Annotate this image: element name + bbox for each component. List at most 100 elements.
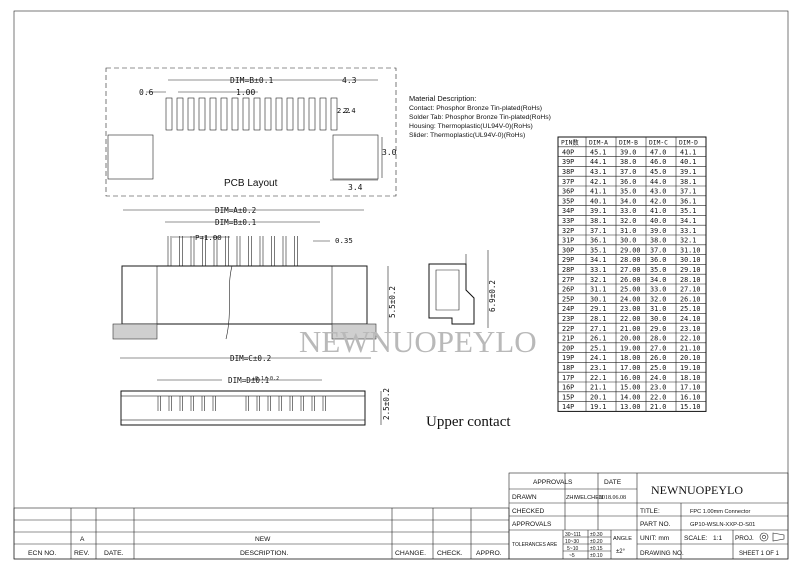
dim-table-cell: 38.1 (590, 217, 606, 225)
dim-table-cell: 20.00 (620, 335, 640, 343)
dim-table-cell: 19.00 (620, 344, 640, 352)
pcb-outline (105, 67, 397, 197)
dim-table-cell: 27.0 (650, 344, 666, 352)
dim-table-header: DIM-A (589, 140, 608, 147)
pcb-contact-pad (286, 97, 294, 131)
tb-date-header: DATE (604, 479, 622, 486)
dim-table-cell: 28.00 (620, 256, 640, 264)
revision-block: A NEW ECN NO. REV. DATE. DESCRIPTION. CH… (13, 507, 510, 560)
tb-tol-value-2: ±0.20 (590, 539, 603, 545)
dim-table-cell: 25.10 (680, 305, 700, 313)
dim-table-cell: 42.1 (590, 178, 606, 186)
dim-table-cell: 33.0 (620, 207, 636, 215)
dim-table-cell: 30.1 (590, 295, 606, 303)
dim-table-cell: 43.0 (650, 188, 666, 196)
dim-table-cell: 29.1 (590, 305, 606, 313)
dim-table-cell: 35.1 (680, 207, 696, 215)
tb-tol-range-3: 5~10 (567, 546, 578, 552)
front-solder-tab-left (112, 323, 158, 340)
front-break-line (225, 265, 233, 340)
rev-header-appro: APPRO. (476, 550, 502, 557)
dim-table-cell: 38.0 (650, 237, 666, 245)
pcb-solder-pad-right (332, 134, 379, 180)
front-housing-right-tab (331, 265, 368, 325)
tb-checked-label: CHECKED (512, 508, 544, 515)
dim-table-cell: 23.00 (620, 305, 640, 313)
rev-header-ecn: ECN NO. (28, 550, 56, 557)
dim-table-cell: 30.0 (620, 237, 636, 245)
dim-table-pin-count: 16P (562, 384, 574, 392)
front-dim-b-label: DIM=B±0.1 (215, 218, 257, 227)
dim-table-pin-count: 29P (562, 256, 574, 264)
dim-table-cell: 20.1 (590, 393, 606, 401)
side-height-label: 6.9±0.2 (488, 280, 497, 312)
tb-angle-value: ±2° (616, 549, 626, 555)
material-description: Material Description: Contact: Phosphor … (409, 94, 551, 139)
pcb-contact-pad (198, 97, 206, 131)
rev-value: A (80, 536, 85, 543)
dim-table-cell: 23.1 (590, 364, 606, 372)
dim-table-cell: 39.1 (680, 168, 696, 176)
dim-table-pin-count: 25P (562, 295, 574, 303)
pcb-contact-pad (165, 97, 173, 131)
tb-title-label: TITLE: (640, 508, 660, 515)
pcb-dim-right-label: 4.3 (342, 76, 357, 85)
dim-table-cell: 32.1 (590, 276, 606, 284)
pcb-pad-row (165, 97, 338, 131)
pcb-contact-pad (187, 97, 195, 131)
dim-table-cell: 17.00 (620, 364, 640, 372)
dim-table-pin-count: 21P (562, 335, 574, 343)
tb-approvals-label: APPROVALS (512, 521, 552, 528)
material-line-1: Contact: Phosphor Bronze Tin-plated(RoHs… (409, 105, 542, 112)
dim-table-pin-count: 40P (562, 148, 574, 156)
pcb-dim-padw-label: 3.4 (348, 183, 363, 192)
bottom-dim-d-tol: +0.1/-0.2 (252, 376, 279, 382)
tb-tol-value-4: ±0.10 (590, 553, 603, 559)
dim-table-pin-count: 27P (562, 276, 574, 284)
pcb-layout-title: PCB Layout (224, 178, 278, 189)
side-profile (428, 263, 475, 325)
dim-table-pin-count: 36P (562, 188, 574, 196)
dim-table-cell: 46.0 (650, 158, 666, 166)
pcb-contact-pad (264, 97, 272, 131)
dim-table-cell: 33.0 (650, 286, 666, 294)
dim-table-cell: 25.0 (650, 364, 666, 372)
dim-table-cell: 24.1 (590, 354, 606, 362)
dim-table-cell: 19.1 (590, 403, 606, 411)
dim-table-cell: 44.1 (590, 158, 606, 166)
title-block: APPROVALS DATE DRAWN ZHIWELCHEN 2018.06.… (508, 472, 789, 560)
dim-table-cell: 38.0 (620, 158, 636, 166)
dim-table-pin-count: 38P (562, 168, 574, 176)
tb-tol-range-4: ~5 (569, 553, 575, 559)
dim-table-cell: 34.1 (680, 217, 696, 225)
dim-table-cell: 35.1 (590, 246, 606, 254)
dim-table-cell: 32.0 (620, 217, 636, 225)
dim-table-pin-count: 30P (562, 246, 574, 254)
dim-table-cell: 22.1 (590, 374, 606, 382)
dim-table-cell: 21.10 (680, 344, 700, 352)
rev-header-date: DATE. (104, 550, 124, 557)
dim-table-cell: 47.0 (650, 148, 666, 156)
dim-table-cell: 24.0 (650, 374, 666, 382)
material-title: Material Description: (409, 94, 476, 103)
side-view: 6.9±0.2 (428, 250, 497, 328)
material-line-2: Solder Tab: Phosphor Bronze Tin-plated(R… (409, 114, 551, 121)
dim-table-cell: 44.0 (650, 178, 666, 186)
pcb-dim-h1-label: 2.2 (337, 107, 350, 115)
tb-drawn-by: ZHIWELCHEN (566, 495, 603, 501)
dim-table-pin-count: 35P (562, 197, 574, 205)
dim-table-cell: 13.00 (620, 403, 640, 411)
tb-part-value: GP10-WSLN-XXP-D-S01 (690, 522, 755, 528)
dim-table-cell: 22.00 (620, 315, 640, 323)
pcb-contact-pad (297, 97, 305, 131)
front-housing (121, 265, 368, 325)
front-lead-label: 0.35 (335, 236, 353, 245)
pcb-dim-h2-label: 2.4 (343, 107, 356, 115)
material-line-4: Slider: Thermoplastic(UL94V-0)(RoHs) (409, 132, 525, 139)
dim-table-cell: 34.1 (590, 256, 606, 264)
tb-drawing-no-label: DRAWING NO. (640, 550, 684, 557)
dim-table-cell: 16.10 (680, 393, 700, 401)
dim-table-cell: 28.0 (650, 335, 666, 343)
front-lead-row (167, 236, 298, 266)
